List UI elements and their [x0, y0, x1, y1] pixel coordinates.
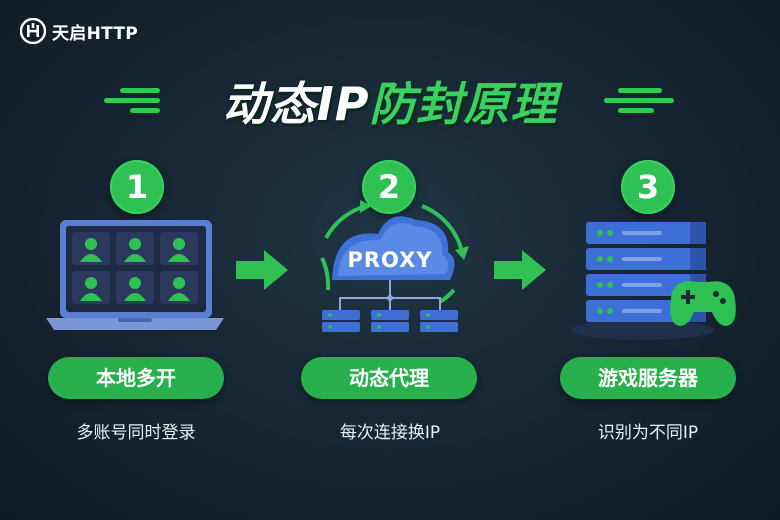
- step-1-label: 本地多开: [48, 357, 224, 399]
- page-title: 动态IP防封原理: [0, 68, 780, 134]
- title-area: 动态IP防封原理: [0, 62, 780, 132]
- brand-name: 天启HTTP: [52, 23, 139, 44]
- step-3-number: 3: [621, 160, 675, 214]
- title-part-green: 防封原理: [369, 77, 558, 131]
- logo-icon: [20, 18, 46, 44]
- step-3-caption: 识别为不同IP: [597, 423, 699, 443]
- step-3-label: 游戏服务器: [560, 357, 736, 399]
- game-server-icon: [570, 222, 736, 340]
- step-2-caption: 每次连接换IP: [339, 423, 441, 443]
- step-1-number: 1: [110, 160, 164, 214]
- proxy-label: PROXY: [347, 248, 433, 272]
- speed-line: [104, 98, 160, 103]
- speed-line: [120, 88, 160, 93]
- step-2-label: 动态代理: [301, 357, 477, 399]
- arrow-right-icon: [236, 250, 288, 290]
- proxy-cloud-icon: [320, 200, 469, 332]
- speed-line: [130, 108, 160, 113]
- step-1-caption: 多账号同时登录: [76, 423, 196, 443]
- speed-line: [604, 98, 674, 103]
- speed-line: [618, 88, 662, 93]
- laptop-icon: [46, 220, 224, 330]
- speed-line: [618, 108, 654, 113]
- title-part-white: 动态IP: [222, 77, 370, 131]
- user-grid: [72, 232, 198, 304]
- server-stack: [322, 310, 458, 332]
- brand-logo: 天启HTTP: [20, 18, 138, 44]
- arrow-right-icon: [494, 250, 546, 290]
- gamepad-icon: [670, 281, 736, 326]
- step-2-number: 2: [362, 160, 416, 214]
